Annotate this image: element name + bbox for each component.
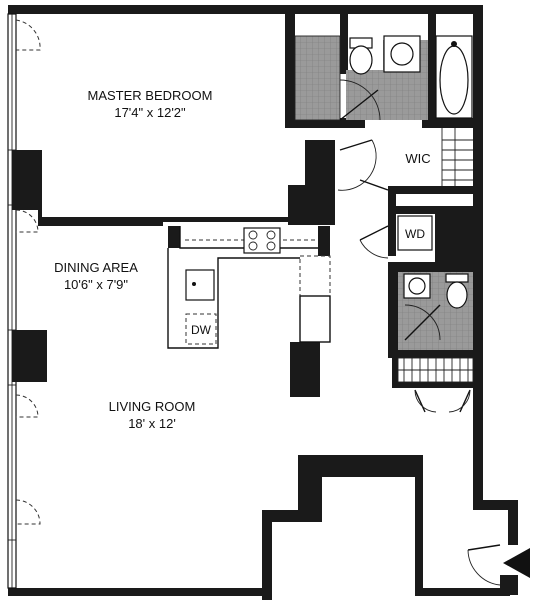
master-bedroom-name: MASTER BEDROOM <box>88 88 213 103</box>
second-bath <box>398 272 473 350</box>
cooktop-icon <box>243 227 281 254</box>
dining-area-size: 10'6" x 7'9" <box>64 277 128 292</box>
interior-walls <box>12 14 473 397</box>
laundry-closet <box>359 215 433 259</box>
dishwasher-label: DW <box>191 323 212 337</box>
master-bedroom-size: 17'4" x 12'2" <box>114 105 186 120</box>
window-wall <box>7 13 41 589</box>
kitchen <box>167 226 331 349</box>
dining-area-name: DINING AREA <box>54 260 138 275</box>
living-room-size: 18' x 12' <box>128 416 176 431</box>
kitchen-sink-icon <box>185 269 215 301</box>
sink-icon <box>383 35 421 73</box>
master-bath <box>294 35 473 121</box>
wic-label: WIC <box>405 151 430 166</box>
living-room-name: LIVING ROOM <box>109 399 196 414</box>
toilet-icon <box>349 37 373 75</box>
exterior-walls <box>8 5 518 600</box>
bathtub-icon <box>435 35 473 119</box>
coat-closet <box>397 357 474 413</box>
entry-arrow-icon <box>503 548 530 578</box>
washer-dryer-label: WD <box>405 227 425 241</box>
walk-in-closet <box>337 128 473 191</box>
entry <box>467 544 530 586</box>
